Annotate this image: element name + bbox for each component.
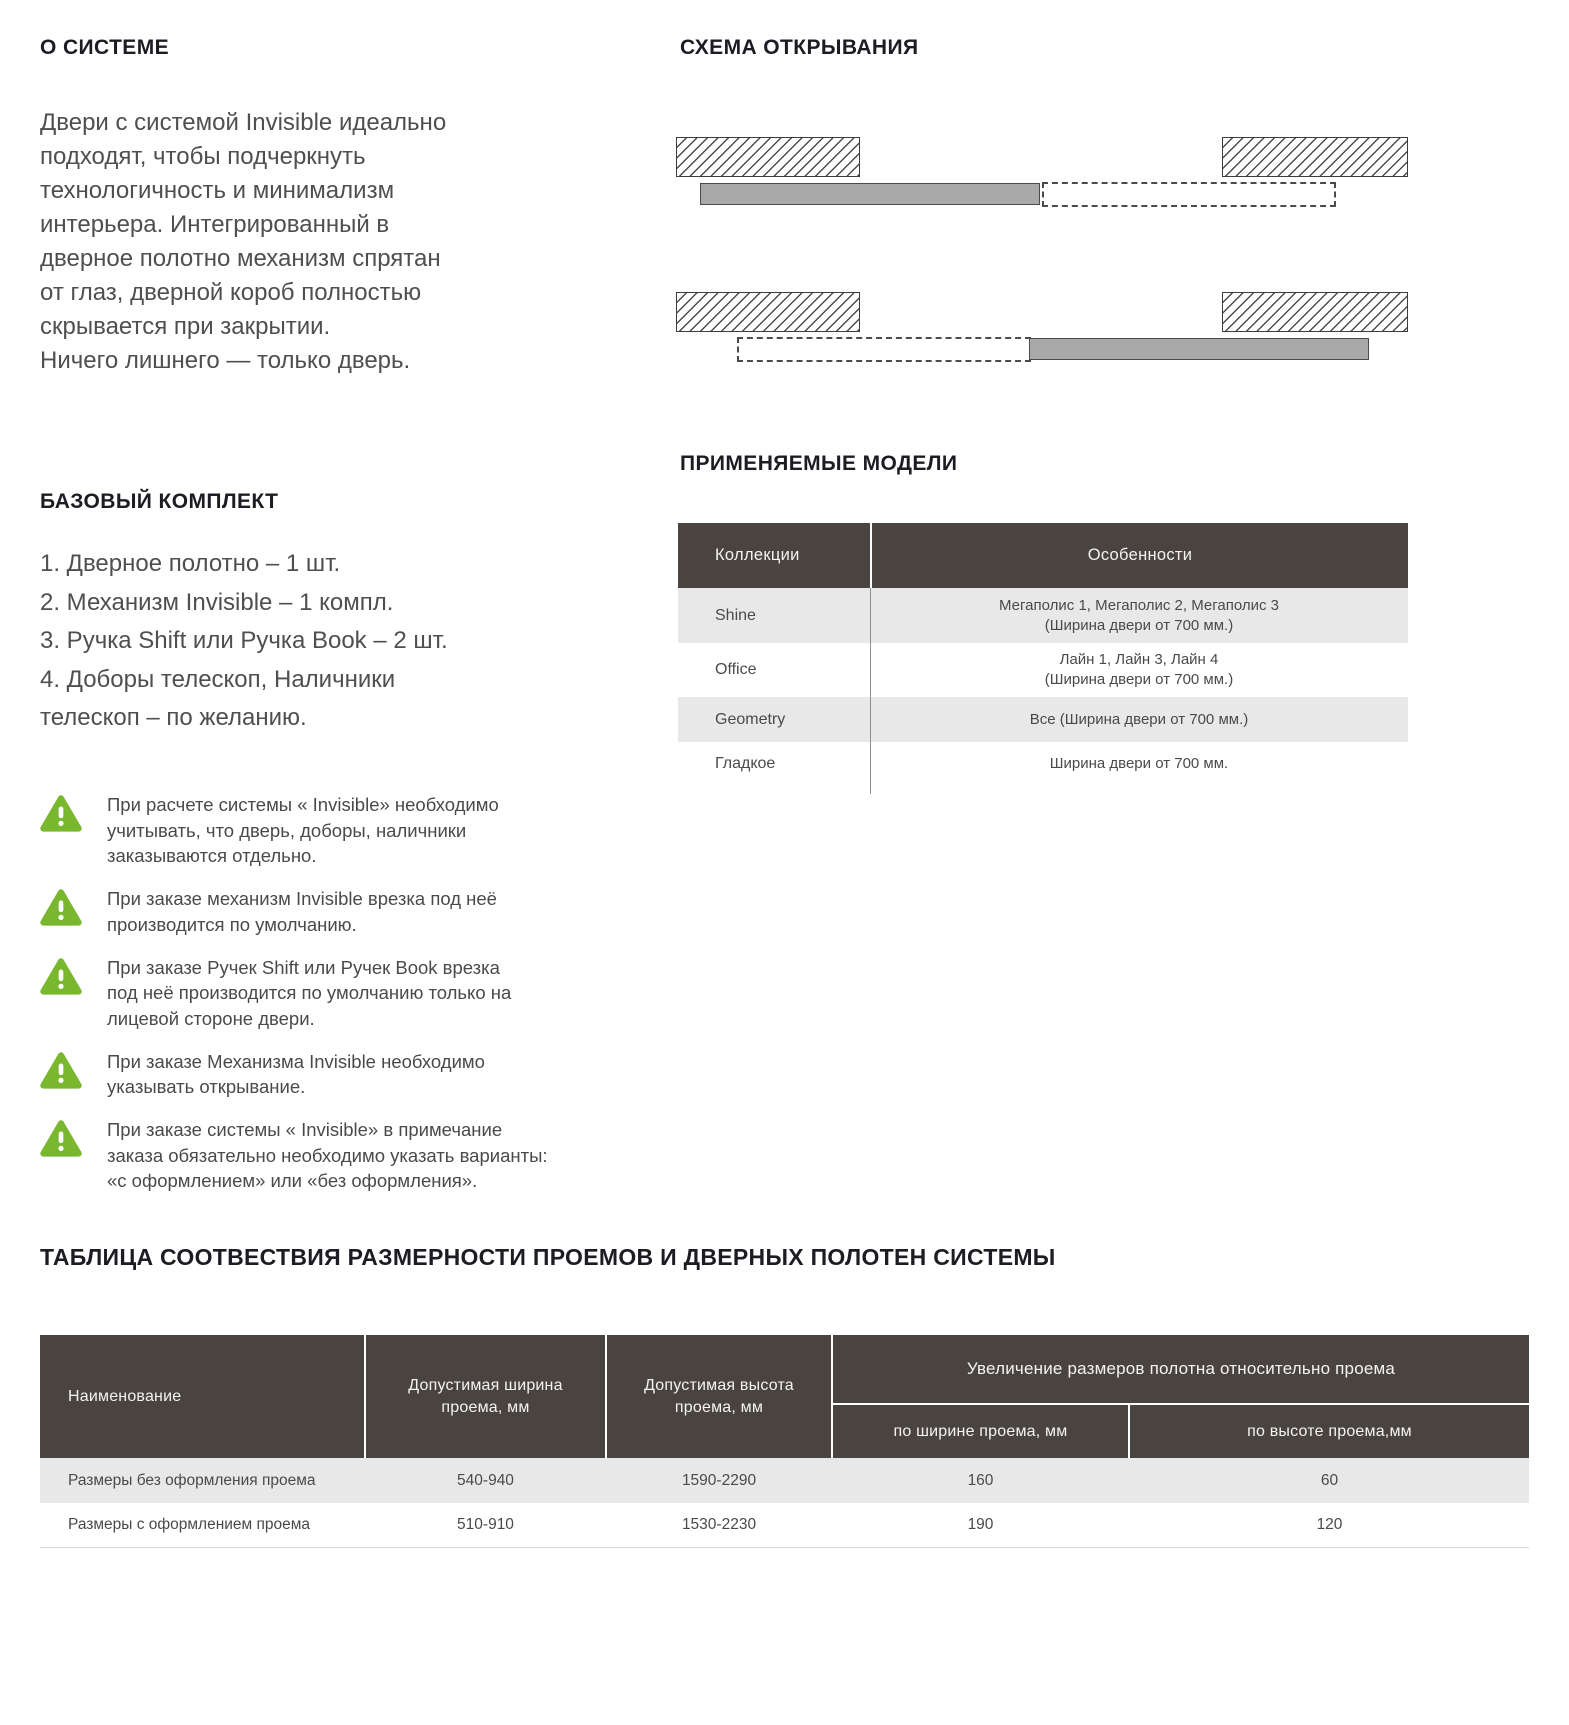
wall-hatch-left [676, 137, 860, 177]
models-table: Коллекции Особенности Shine Мегаполис 1,… [678, 523, 1408, 794]
features-cell: Все (Ширина двери от 700 мм.) [1029, 710, 1249, 728]
models-section-title: ПРИМЕНЯЕМЫЕ МОДЕЛИ [680, 452, 958, 475]
warning-item: При заказе системы « Invisible» в примеч… [40, 1117, 630, 1194]
column-header-name: Наименование [40, 1335, 364, 1458]
table-row: Размеры без оформления проема 540-940 15… [40, 1458, 1529, 1503]
warning-item: При заказе Механизма Invisible необходим… [40, 1049, 630, 1100]
warning-icon [40, 957, 82, 995]
features-cell: Мегаполис 1, Мегаполис 2, Мегаполис 3 (Ш… [999, 596, 1279, 634]
wall-hatch-right [1222, 137, 1408, 177]
collection-cell: Office [715, 661, 757, 678]
width-cell: 510-910 [457, 1516, 514, 1533]
kit-item: 3. Ручка Shift или Ручка Book – 2 шт. [40, 627, 448, 654]
wall-hatch-left [676, 292, 860, 332]
about-text: Двери с системой Invisible идеально подх… [40, 109, 447, 374]
column-header-collections: Коллекции [678, 523, 870, 588]
collection-cell: Гладкое [715, 755, 776, 772]
scheme-section-title: СХЕМА ОТКРЫВАНИЯ [680, 36, 919, 59]
height-cell: 1590-2290 [681, 1471, 757, 1489]
column-header-increase-width: по ширине проема, мм [833, 1405, 1128, 1458]
name-cell: Размеры без оформления проема [68, 1471, 316, 1489]
height-cell: 1530-2230 [681, 1516, 757, 1533]
size-table-header: Наименование Допустимая ширина проема, м… [40, 1335, 1529, 1458]
table-row: Office Лайн 1, Лайн 3, Лайн 4 (Ширина дв… [678, 643, 1408, 697]
width-cell: 540-940 [457, 1471, 514, 1489]
column-header-height: Допустимая высота проема, мм [607, 1335, 831, 1458]
column-divider [870, 588, 871, 794]
models-header-row: Коллекции Особенности [678, 523, 1408, 588]
collection-cell: Shine [715, 606, 756, 624]
wall-hatch-right [1222, 292, 1408, 332]
size-table: Наименование Допустимая ширина проема, м… [40, 1335, 1529, 1548]
size-section-title: ТАБЛИЦА СООТВЕСТВИЯ РАЗМЕРНОСТИ ПРОЕМОВ … [40, 1244, 1056, 1270]
warning-text: При заказе Ручек Shift или Ручек Book вр… [107, 956, 512, 1029]
warnings-list: При расчете системы « Invisible» необход… [40, 792, 630, 1194]
warning-icon [40, 889, 82, 926]
table-row: Geometry Все (Ширина двери от 700 мм.) [678, 697, 1408, 742]
column-header-features: Особенности [872, 523, 1408, 588]
features-cell: Лайн 1, Лайн 3, Лайн 4 (Ширина двери от … [1044, 651, 1234, 688]
table-row: Гладкое Ширина двери от 700 мм. [678, 742, 1408, 786]
warning-icon [40, 1120, 82, 1157]
column-header-increase: Увеличение размеров полотна относительно… [833, 1335, 1529, 1403]
door-panel [1029, 338, 1369, 360]
door-open-outline [737, 337, 1031, 362]
table-row: Размеры с оформлением проема 510-910 153… [40, 1503, 1529, 1548]
increase-width-cell: 160 [967, 1471, 994, 1489]
about-section-title: О СИСТЕМЕ [40, 36, 170, 59]
warning-icon [40, 795, 82, 832]
warning-text: При расчете системы « Invisible» необход… [107, 794, 499, 867]
warning-icon [40, 1051, 82, 1089]
warning-text: При заказе Механизма Invisible необходим… [107, 1050, 485, 1098]
kit-list: 1. Дверное полотно – 1 шт. 2. Механизм I… [40, 545, 620, 738]
warning-text: При заказе системы « Invisible» в примеч… [107, 1119, 548, 1192]
column-header-width: Допустимая ширина проема, мм [366, 1335, 605, 1458]
table-row: Shine Мегаполис 1, Мегаполис 2, Мегаполи… [678, 588, 1408, 643]
door-panel [700, 183, 1040, 205]
increase-height-cell: 120 [1316, 1516, 1343, 1533]
warning-text: При заказе механизм Invisible врезка под… [107, 888, 497, 935]
door-open-outline [1042, 182, 1336, 207]
features-cell: Ширина двери от 700 мм. [1049, 755, 1229, 772]
kit-section-title: БАЗОВЫЙ КОМПЛЕКТ [40, 490, 279, 513]
increase-width-cell: 190 [967, 1516, 994, 1533]
warning-item: При заказе Ручек Shift или Ручек Book вр… [40, 955, 630, 1032]
increase-height-cell: 60 [1320, 1471, 1339, 1489]
kit-item: 1. Дверное полотно – 1 шт. [40, 550, 341, 577]
collection-cell: Geometry [715, 710, 786, 728]
warning-item: При расчете системы « Invisible» необход… [40, 792, 630, 869]
warning-item: При заказе механизм Invisible врезка под… [40, 886, 630, 937]
kit-item: 4. Доборы телескоп, Наличники телескоп –… [40, 665, 396, 732]
kit-item: 2. Механизм Invisible – 1 компл. [40, 588, 394, 616]
column-header-increase-height: по высоте проема,мм [1130, 1405, 1529, 1458]
name-cell: Размеры с оформлением проема [68, 1516, 311, 1533]
